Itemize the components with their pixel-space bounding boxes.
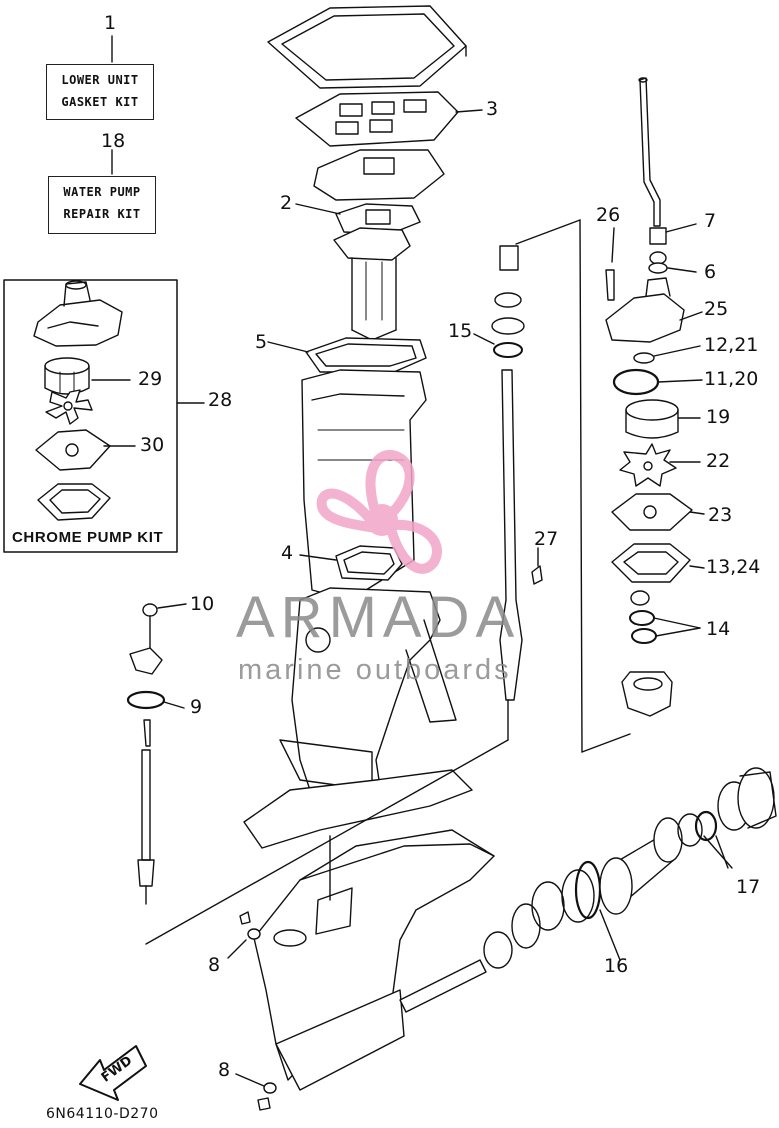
drive-shaft-bearing — [473, 245, 525, 358]
callout-25: 25 — [704, 298, 729, 320]
lower-unit-gasket-kit-box: LOWER UNIT GASKET KIT — [46, 64, 154, 120]
kit-line-1: WATER PUMP — [63, 185, 141, 199]
callout-12-21: 12,21 — [704, 334, 759, 356]
anti-cavitation-plate — [243, 769, 473, 849]
watermark-logo — [316, 450, 442, 574]
exhaust-manifold — [313, 149, 445, 201]
callout-2: 2 — [280, 192, 293, 214]
chrome-kit-gasket — [37, 483, 111, 521]
gasket-3 — [295, 91, 483, 147]
callout-22: 22 — [706, 450, 731, 472]
callout-6: 6 — [704, 261, 717, 283]
gasket-4 — [299, 545, 403, 581]
callout-17: 17 — [736, 876, 761, 898]
drive-shaft — [499, 369, 523, 741]
callout-8-upper: 8 — [208, 954, 221, 976]
chrome-kit-insert — [44, 357, 131, 395]
callout-11-20: 11,20 — [704, 368, 759, 390]
callout-27: 27 — [534, 528, 559, 550]
callout-28: 28 — [208, 389, 233, 411]
gasket-5 — [267, 337, 427, 373]
watermark-tagline: marine outboards — [238, 654, 512, 686]
chrome-kit-pump-housing — [33, 280, 123, 347]
chrome-pump-kit-frame — [3, 279, 178, 553]
callout-10: 10 — [190, 593, 215, 615]
kit-line-2: REPAIR KIT — [63, 207, 141, 221]
diagram-code: 6N64110-D270 — [46, 1106, 159, 1122]
grommet-7 — [649, 223, 697, 245]
grommet-6 — [648, 251, 697, 274]
upper-casing-plate — [267, 5, 467, 89]
oil-seal-14 — [629, 590, 701, 644]
kit-line-1: LOWER UNIT — [61, 73, 139, 87]
part-27-pin — [531, 547, 543, 585]
gasket-2 — [295, 203, 421, 235]
pump-case-seal — [612, 368, 703, 396]
callout-1: 1 — [104, 12, 117, 34]
oring-9 — [126, 690, 185, 710]
grommet-10 — [142, 603, 187, 651]
water-tube — [638, 77, 661, 227]
watermark-brand: ARMADA — [236, 585, 521, 650]
callout-14: 14 — [706, 618, 731, 640]
callout-7: 7 — [704, 210, 717, 232]
callout-3: 3 — [486, 98, 499, 120]
callout-8-lower: 8 — [218, 1059, 231, 1081]
callout-26: 26 — [596, 204, 621, 226]
callout-15: 15 — [448, 320, 473, 342]
gasket-13-24 — [611, 543, 705, 583]
pin-12-21 — [633, 345, 701, 364]
bolt-8-upper — [227, 911, 261, 959]
bolt-26 — [605, 227, 615, 301]
insert-cartridge-19 — [625, 399, 701, 439]
callout-4: 4 — [281, 542, 294, 564]
water-pump-repair-kit-box: WATER PUMP REPAIR KIT — [48, 176, 156, 234]
callout-5: 5 — [255, 331, 268, 353]
callout-9: 9 — [190, 696, 203, 718]
shift-rod — [137, 719, 155, 905]
shift-rod-lever — [129, 647, 163, 675]
propeller-shaft-assembly — [399, 767, 777, 1013]
callout-13-24: 13,24 — [706, 556, 761, 578]
bolt-8-lower — [235, 1073, 277, 1111]
callout-19: 19 — [706, 406, 731, 428]
callout-18: 18 — [101, 130, 126, 152]
callout-30: 30 — [140, 434, 165, 456]
chrome-kit-impeller — [45, 389, 93, 425]
lower-upper-casing — [279, 587, 457, 821]
callout-23: 23 — [708, 504, 733, 526]
impeller-22 — [619, 443, 701, 487]
fwd-arrow — [79, 1045, 147, 1101]
outer-plate-23 — [611, 493, 705, 531]
callout-16: 16 — [604, 955, 629, 977]
oil-seal-housing — [621, 671, 673, 717]
lower-casing — [253, 829, 495, 1091]
chrome-kit-plate — [35, 429, 136, 471]
pump-housing — [605, 277, 703, 343]
callout-29: 29 — [138, 368, 163, 390]
chrome-pump-kit-caption: CHROME PUMP KIT — [12, 529, 164, 546]
kit-line-2: GASKET KIT — [61, 95, 139, 109]
exhaust-guide — [333, 227, 411, 341]
